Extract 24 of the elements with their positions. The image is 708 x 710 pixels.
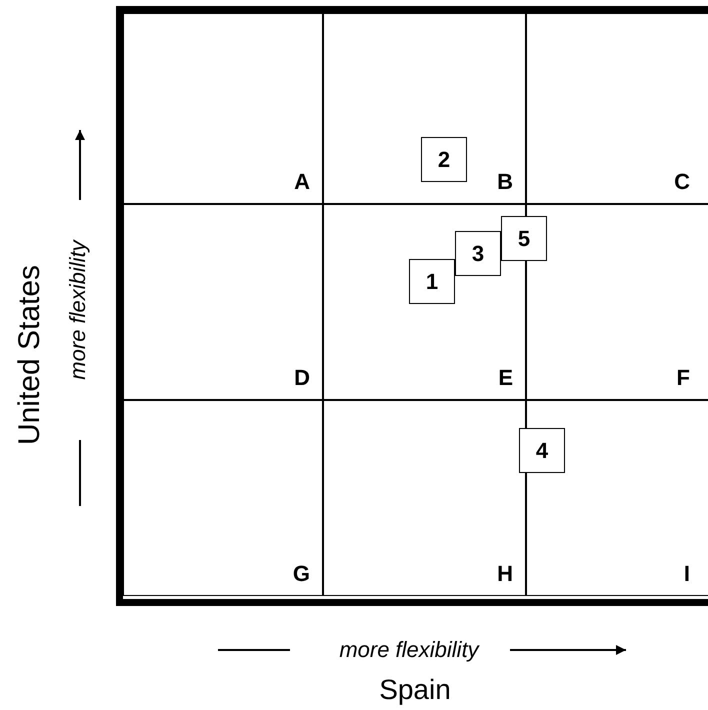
numbered-box: 3 (455, 231, 501, 276)
cell-letter: E (498, 367, 513, 389)
cell-letter: F (676, 367, 690, 389)
cell-letter: D (294, 367, 310, 389)
numbered-box: 2 (421, 137, 467, 182)
cell-letter: C (674, 171, 690, 193)
axis-note: more flexibility (65, 240, 91, 380)
cell-letter: A (294, 171, 310, 193)
grid-cell (123, 13, 323, 204)
axis-title: United States (13, 264, 47, 446)
cell-letter: H (497, 563, 513, 585)
grid-cell (323, 400, 526, 596)
cell-letter: G (292, 563, 310, 585)
cell-letter: I (684, 563, 690, 585)
axis-title: Spain (379, 674, 451, 706)
numbered-box: 5 (501, 216, 547, 261)
numbered-box: 4 (519, 428, 565, 473)
cell-letter: B (497, 171, 513, 193)
grid-cell (323, 13, 526, 204)
axis-note: more flexibility (339, 637, 479, 663)
grid-cell (526, 13, 708, 204)
numbered-box: 1 (409, 259, 455, 304)
grid-cell (123, 400, 323, 596)
grid-cell (123, 204, 323, 400)
